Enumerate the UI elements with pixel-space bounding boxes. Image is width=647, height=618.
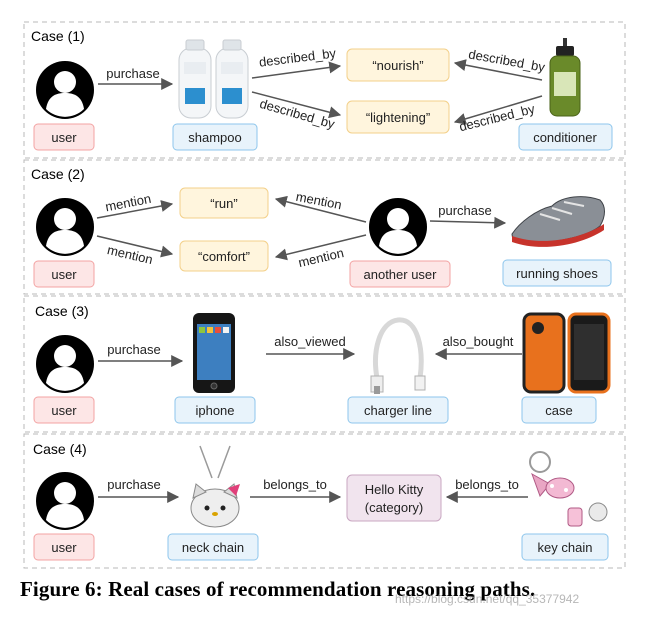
user-node bbox=[33, 396, 95, 424]
comfort-node bbox=[179, 240, 269, 272]
edge-described-by-2-label: described_by bbox=[258, 96, 337, 132]
case-3-title: Case (3) bbox=[35, 303, 89, 319]
case-2-frame bbox=[23, 159, 626, 295]
conditioner-node bbox=[518, 123, 613, 151]
edge-purchase-label: purchase bbox=[438, 203, 491, 218]
edge-described-by-1 bbox=[251, 61, 342, 79]
run-node-label: “run” bbox=[210, 196, 237, 211]
another-user-icon bbox=[369, 198, 427, 256]
edge-mention-4-label: mention bbox=[297, 245, 345, 270]
edge-described-by-2 bbox=[251, 91, 342, 119]
running-shoes-node-label: running shoes bbox=[516, 266, 598, 281]
another-user-node bbox=[349, 260, 451, 288]
edge-described-by-3-label: described_by bbox=[467, 46, 546, 74]
hello-kitty-category-node bbox=[346, 474, 442, 522]
user-node-label: user bbox=[51, 130, 77, 145]
hello-kitty-category-line2: (category) bbox=[365, 500, 424, 515]
case-4-title: Case (4) bbox=[33, 441, 87, 457]
edge-purchase-label: purchase bbox=[106, 66, 159, 81]
another-user-node-label: another user bbox=[364, 267, 438, 282]
iphone-node bbox=[174, 396, 256, 424]
user-icon bbox=[36, 61, 94, 119]
edge-also-viewed-label: also_viewed bbox=[274, 334, 346, 349]
key-chain-node bbox=[521, 533, 609, 561]
running-shoes-node bbox=[502, 259, 612, 287]
shampoo-node-label: shampoo bbox=[188, 130, 241, 145]
case-node bbox=[521, 396, 597, 424]
case-1-title: Case (1) bbox=[31, 28, 85, 44]
case-4-panel: Case (4) user purchase neck chain belong… bbox=[23, 433, 626, 569]
case-1-frame bbox=[23, 21, 626, 159]
iphone-image bbox=[193, 313, 235, 393]
user-icon bbox=[36, 198, 94, 256]
user-node bbox=[33, 533, 95, 561]
lightening-node bbox=[346, 100, 450, 134]
edge-purchase-label: purchase bbox=[107, 477, 160, 492]
charger-line-node-label: charger line bbox=[364, 403, 432, 418]
iphone-node-label: iphone bbox=[195, 403, 234, 418]
watermark: https://blog.csdn.net/qq_35377942 bbox=[395, 592, 580, 606]
key-chain-node-label: key chain bbox=[538, 540, 593, 555]
user-icon bbox=[36, 335, 94, 393]
shampoo-bottles-image bbox=[178, 39, 249, 119]
edge-mention-1-label: mention bbox=[104, 191, 152, 215]
phone-case-image bbox=[522, 312, 611, 394]
running-shoe-image bbox=[511, 196, 605, 247]
edge-described-by-4 bbox=[453, 95, 543, 125]
user-node bbox=[33, 260, 95, 288]
case-2-panel: Case (2) user mention mention “run” “com… bbox=[23, 159, 626, 295]
charger-cable-image bbox=[370, 317, 426, 394]
conditioner-node-label: conditioner bbox=[533, 130, 597, 145]
figure-caption: Figure 6: Real cases of recommendation r… bbox=[20, 577, 536, 601]
edge-belongs-to-2-label: belongs_to bbox=[455, 477, 519, 492]
edge-belongs-to-1-label: belongs_to bbox=[263, 477, 327, 492]
user-node-label: user bbox=[51, 403, 77, 418]
edge-mention-2 bbox=[96, 235, 174, 258]
edge-mention-3-label: mention bbox=[295, 189, 343, 213]
case-1-panel: Case (1) user purchase shampoo described… bbox=[23, 21, 626, 159]
user-node-label: user bbox=[51, 540, 77, 555]
conditioner-bottle-image bbox=[549, 38, 581, 117]
edge-purchase bbox=[429, 216, 507, 229]
hello-kitty-necklace-image bbox=[190, 445, 240, 528]
nourish-node-label: “nourish” bbox=[372, 58, 423, 73]
hello-kitty-keychain-image bbox=[529, 451, 608, 527]
edge-purchase-label: purchase bbox=[107, 342, 160, 357]
neck-chain-node bbox=[167, 533, 259, 561]
charger-line-node bbox=[347, 396, 449, 424]
user-node bbox=[33, 123, 95, 151]
case-4-frame bbox=[23, 433, 626, 569]
lightening-node-label: “lightening” bbox=[366, 110, 430, 125]
nourish-node bbox=[346, 48, 450, 82]
edge-described-by-1-label: described_by bbox=[258, 45, 337, 69]
neck-chain-node-label: neck chain bbox=[182, 540, 244, 555]
edge-also-bought-label: also_bought bbox=[443, 334, 514, 349]
case-2-title: Case (2) bbox=[31, 166, 85, 182]
edge-mention-4 bbox=[274, 234, 367, 261]
edge-mention-2-label: mention bbox=[106, 242, 154, 267]
case-node-label: case bbox=[545, 403, 572, 418]
edge-described-by-3 bbox=[453, 59, 543, 81]
shampoo-node bbox=[172, 123, 258, 151]
comfort-node-label: “comfort” bbox=[198, 249, 250, 264]
user-icon bbox=[36, 472, 94, 530]
case-3-panel: Case (3) user purchase iphone also_viewe… bbox=[23, 295, 626, 433]
case-3-frame bbox=[23, 295, 626, 433]
edge-mention-1 bbox=[96, 200, 174, 219]
run-node bbox=[179, 187, 269, 219]
edge-mention-3 bbox=[274, 195, 367, 223]
user-node-label: user bbox=[51, 267, 77, 282]
hello-kitty-category-line1: Hello Kitty bbox=[365, 482, 424, 497]
